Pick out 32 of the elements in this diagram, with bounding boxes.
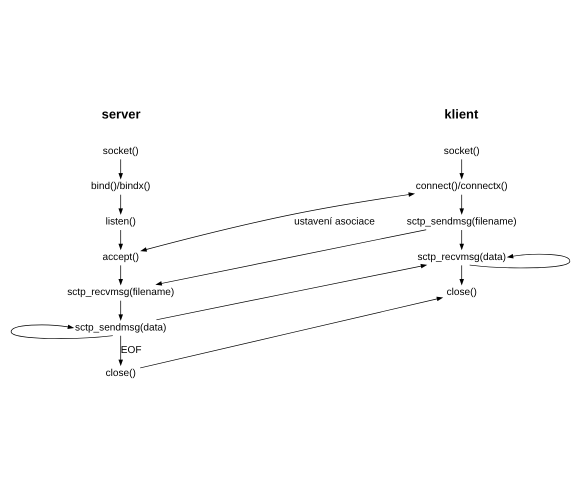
node-text: close() [106,367,136,378]
node-text: socket() [444,145,480,156]
node-text: listen() [106,216,136,227]
arrow [469,253,570,268]
node-text: socket() [102,145,139,156]
arrow [155,228,427,286]
arrow [140,296,444,368]
arrow [459,194,464,214]
arrow [10,324,114,338]
arrow [459,229,464,250]
label: klient [444,106,478,121]
arrow [118,300,123,320]
node-text: sctp_recvmsg(data) [417,251,506,262]
arrow [118,334,123,366]
arrow [140,192,416,252]
node-text: sctp_sendmsg(filename) [406,216,517,227]
label: server [102,106,141,121]
arrow [459,158,464,180]
node-text: close() [446,286,477,298]
node-text: accept() [102,251,139,262]
arrow [156,263,428,320]
node-text: sctp_recvmsg(filename) [67,286,174,298]
arrow [118,194,123,214]
arrow [118,158,123,180]
edge-label: ustavení asociace [294,216,375,227]
arrow [118,264,123,286]
node-text: sctp_sendmsg(data) [75,322,166,333]
arrow [459,264,464,286]
node-text: bind()/bindx() [91,180,150,192]
arrow [118,229,123,250]
edge-label: EOF [120,344,142,356]
node-text: connect()/connectx() [416,180,508,192]
